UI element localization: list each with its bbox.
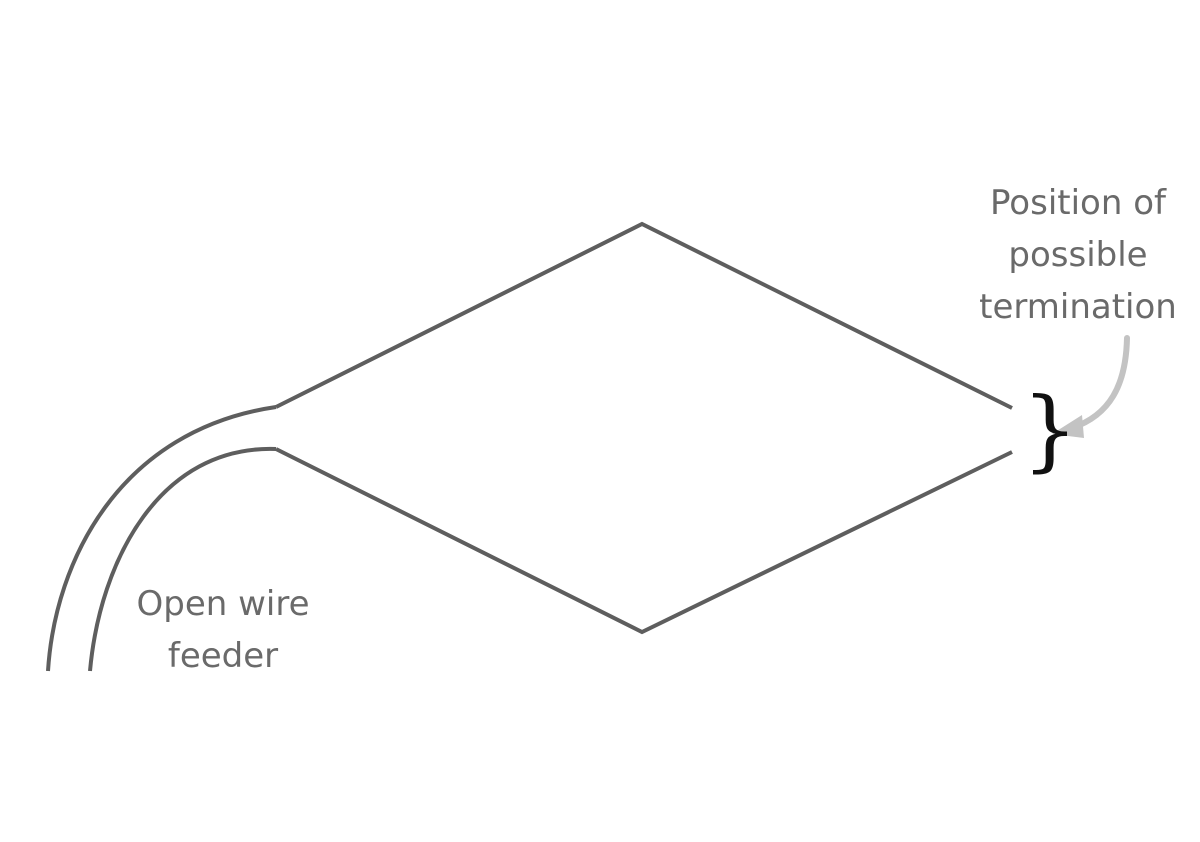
feeder-label-line-1: Open wire [136, 584, 310, 624]
feeder-label-line-2: feeder [167, 636, 279, 676]
termination-brace: } [1022, 378, 1078, 481]
feeder-wire-outer [46, 405, 277, 672]
termination-label-line-2: possible [1008, 235, 1148, 275]
termination-label-line-1: Position of [990, 183, 1166, 223]
lower-wire [275, 447, 1013, 635]
termination-arrowhead [1052, 415, 1084, 438]
termination-label-line-3: termination [979, 287, 1177, 327]
feeder-label: Open wire feeder [118, 578, 328, 682]
upper-wire [275, 221, 1013, 410]
feeder-wire-inner [88, 446, 277, 672]
termination-arrow [1069, 335, 1130, 431]
termination-label: Position of possible termination [968, 177, 1188, 333]
